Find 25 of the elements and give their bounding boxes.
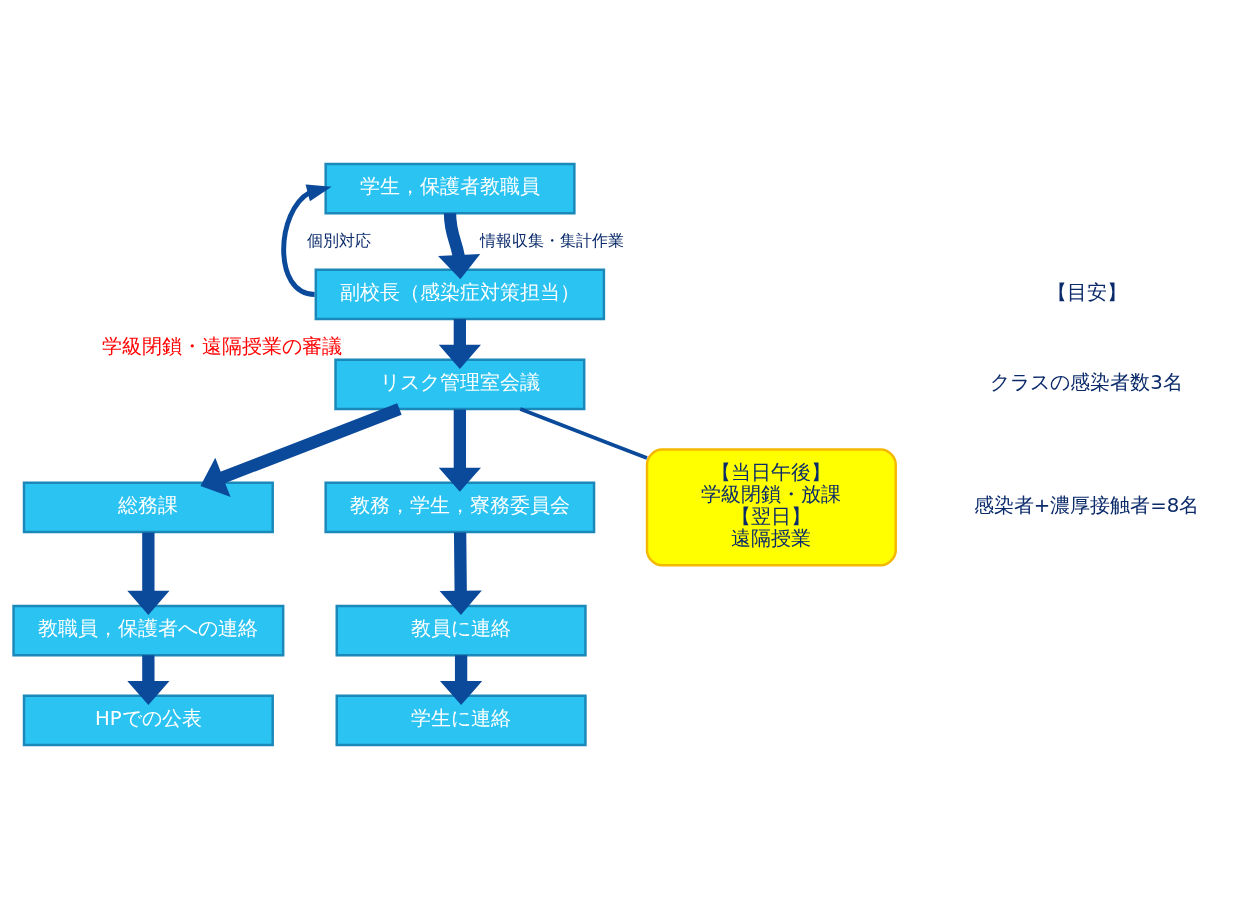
arrow bbox=[438, 318, 481, 369]
node-box: 教員に連絡 bbox=[335, 604, 587, 656]
arrow bbox=[440, 654, 483, 705]
node-box: 副校長（感染症対策担当） bbox=[314, 268, 606, 320]
node-box: 教務，学生，寮務委員会 bbox=[324, 481, 596, 533]
node-box: 教職員，保護者への連絡 bbox=[12, 604, 285, 656]
arrow bbox=[438, 212, 481, 279]
connector bbox=[519, 406, 648, 460]
arrow bbox=[127, 532, 170, 615]
node-label: 学級閉鎖・遠隔授業の審議 bbox=[101, 334, 342, 358]
node-box: 【当日午後】 学級閉鎖・放課 【翌日】 遠隔授業 bbox=[645, 447, 897, 567]
label: クラスの感染者数3名 bbox=[990, 370, 1183, 394]
edge-label: 情報収集・集計作業 bbox=[480, 230, 625, 250]
label: 【目安】 bbox=[1046, 280, 1127, 304]
node-box: 学生に連絡 bbox=[335, 694, 587, 746]
node-box: リスク管理室会議 bbox=[334, 357, 586, 410]
edge-label: 個別対応 bbox=[307, 230, 372, 250]
label: 感染者+濃厚接触者=8名 bbox=[973, 493, 1200, 517]
arrow bbox=[439, 531, 482, 615]
node-box: 総務課 bbox=[22, 481, 274, 533]
arrow bbox=[127, 654, 170, 705]
node-box: HPでの公表 bbox=[22, 694, 274, 746]
arrow bbox=[200, 402, 402, 497]
arrow bbox=[438, 408, 481, 492]
node-box: 学生，保護者教職員 bbox=[324, 162, 576, 214]
